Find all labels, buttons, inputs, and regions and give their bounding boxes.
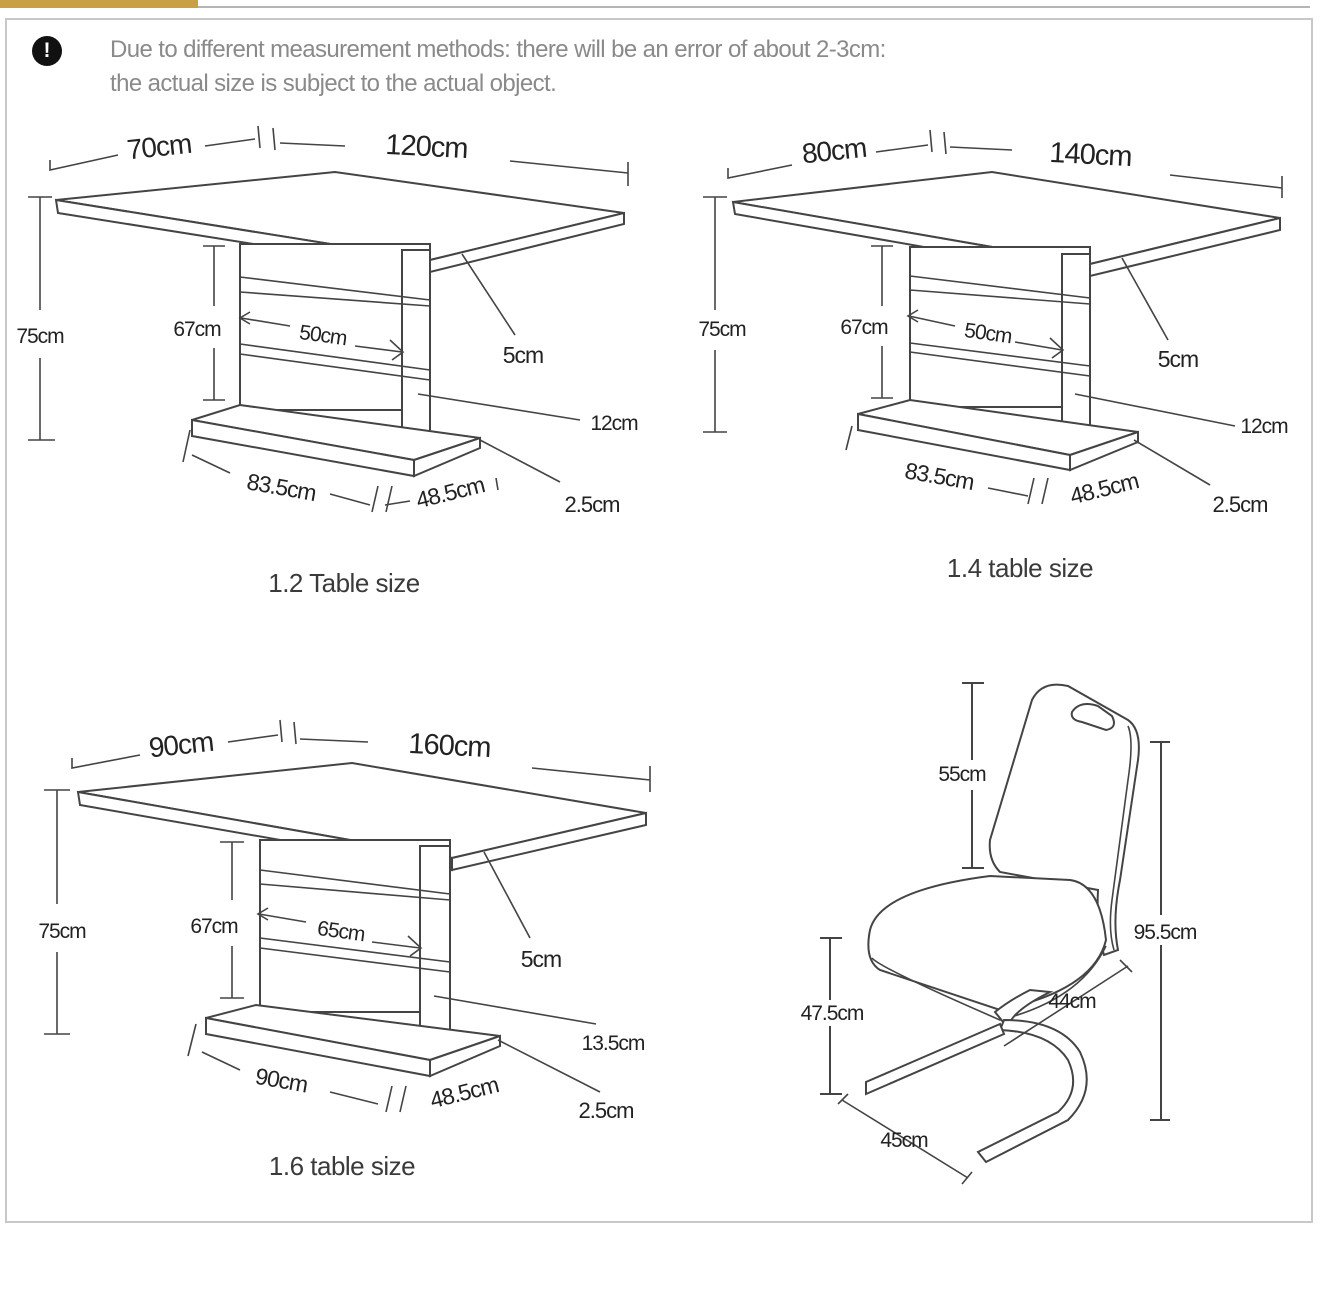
table-1-6-caption: 1.6 table size bbox=[269, 1151, 415, 1181]
table-1-4-pedestal-label: 12cm bbox=[1240, 415, 1288, 438]
table-1-4-width-label: 80cm bbox=[800, 132, 867, 170]
chair-seat-depth-label: 44cm bbox=[1048, 990, 1096, 1013]
table-1-6-height-label: 75cm bbox=[38, 920, 86, 943]
top-strip bbox=[0, 0, 1320, 12]
table-diagram-1-6: 90cm 160cm 75cm 67cm 65cm 5cm 13.5cm 90c… bbox=[38, 719, 651, 1181]
measurement-notice: ! Due to different measurement methods: … bbox=[30, 36, 1130, 106]
chair-seat-height-label: 47.5cm bbox=[801, 1002, 864, 1025]
top-accent-bar bbox=[0, 0, 198, 8]
notice-line-1: Due to different measurement methods: th… bbox=[110, 36, 886, 63]
table-1-2-pedestal-label: 12cm bbox=[590, 412, 638, 435]
table-1-2-caption: 1.2 Table size bbox=[268, 568, 420, 598]
table-1-6-width-label: 90cm bbox=[147, 726, 214, 764]
chair-diagram: 55cm 95.5cm 47.5cm 44cm 45cm bbox=[801, 682, 1198, 1185]
table-1-6-base-thickness-label: 2.5cm bbox=[579, 1098, 634, 1123]
table-1-6-base-length-label: 90cm bbox=[253, 1063, 309, 1098]
table-1-4-base-length-label: 83.5cm bbox=[903, 457, 976, 495]
table-1-2-length-label: 120cm bbox=[385, 129, 469, 165]
table-1-6-pedestal-label: 13.5cm bbox=[582, 1032, 645, 1055]
table-1-2-width-label: 70cm bbox=[125, 128, 192, 166]
notice-line-2: the actual size is subject to the actual… bbox=[110, 70, 557, 97]
exclamation-icon: ! bbox=[32, 36, 62, 66]
chair-total-height-label: 95.5cm bbox=[1134, 921, 1197, 944]
table-1-2-base-thickness-label: 2.5cm bbox=[565, 492, 620, 517]
table-1-6-top-thickness-label: 5cm bbox=[521, 946, 561, 972]
table-1-4-height-label: 75cm bbox=[698, 318, 746, 341]
table-diagram-1-2: 70cm 120cm 75cm 67cm 50cm 5cm 12cm 83.5c… bbox=[16, 125, 639, 598]
table-1-6-length-label: 160cm bbox=[408, 728, 492, 764]
table-1-6-inner-height-label: 67cm bbox=[190, 915, 238, 938]
top-rule bbox=[198, 6, 1310, 8]
table-diagram-1-4: 80cm 140cm 75cm 67cm 50cm 5cm 12cm 83.5c… bbox=[698, 129, 1289, 583]
chair-base-width-label: 45cm bbox=[880, 1129, 928, 1152]
table-1-2-top-thickness-label: 5cm bbox=[503, 342, 543, 368]
table-1-4-base-thickness-label: 2.5cm bbox=[1213, 492, 1268, 517]
table-1-4-base-width-label: 48.5cm bbox=[1067, 467, 1141, 509]
table-1-4-length-label: 140cm bbox=[1049, 137, 1133, 173]
table-1-2-height-label: 75cm bbox=[16, 325, 64, 348]
table-1-6-base-width-label: 48.5cm bbox=[427, 1071, 501, 1113]
table-1-2-base-width-label: 48.5cm bbox=[413, 471, 487, 513]
table-1-4-caption: 1.4 table size bbox=[947, 553, 1093, 583]
chair-backrest-height-label: 55cm bbox=[938, 763, 986, 786]
table-1-2-base-length-label: 83.5cm bbox=[245, 468, 318, 506]
table-1-2-inner-height-label: 67cm bbox=[173, 318, 221, 341]
table-1-4-inner-height-label: 67cm bbox=[840, 316, 888, 339]
table-1-4-top-thickness-label: 5cm bbox=[1158, 346, 1198, 372]
